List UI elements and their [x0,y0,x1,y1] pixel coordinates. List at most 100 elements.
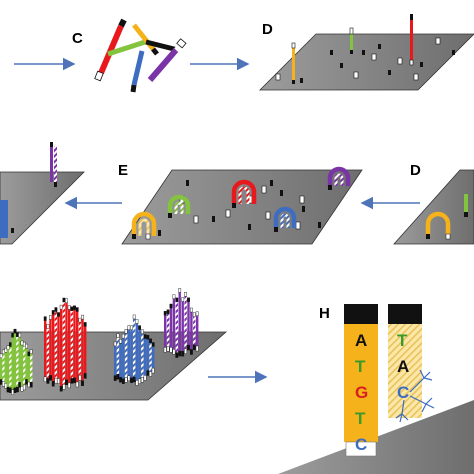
cluster-strand-cap [132,314,136,320]
cluster-strand-cap [49,375,52,381]
cluster-strand [114,345,117,376]
cluster-strand [4,352,7,384]
cluster-strand-cap [4,383,8,389]
cluster-strand-cap [116,374,120,380]
cluster-strand-cap [166,309,170,314]
cluster-strand-cap [16,332,19,337]
cluster-strand-cap [178,350,182,357]
cluster-strand-cap [146,370,150,376]
cluster-strand-cap [51,381,55,387]
cluster-strand-cap [172,294,176,299]
cluster-strand-cap [184,348,187,354]
cluster-strand [49,319,52,376]
cluster-strand [60,309,63,387]
cluster-strand-cap [62,297,66,303]
cluster-strand [16,336,19,387]
cluster-strand [6,349,10,387]
cluster-strand-cap [75,381,79,388]
cluster-strand [44,320,47,377]
cluster-strand-cap [70,306,74,311]
cluster-strand-cap [81,314,84,320]
cluster-strand-cap [75,307,79,312]
cluster-strand-cap [195,345,199,352]
cluster-strand-cap [51,310,55,315]
cluster-strand-cap [83,322,87,327]
cluster-strand [27,355,31,383]
cluster-strand-cap [124,377,128,383]
cluster-strand [68,309,71,383]
panel-b-library-fragments [94,18,187,93]
cluster-strand-cap [172,349,176,355]
cluster-strand [124,333,128,378]
cluster-strand [52,314,55,382]
cluster-strand [175,301,178,353]
cluster-strand [152,346,155,368]
cluster-strand [81,319,84,381]
cluster-strand-cap [151,342,155,347]
cluster-strand-cap [49,315,52,320]
cluster-strand-cap [20,340,24,346]
left-base-2: T [355,357,366,376]
cluster-strand-cap [116,333,120,338]
cluster-strand-cap [138,378,141,384]
cluster-strand [9,346,12,388]
cluster-strand-cap [73,377,76,384]
panel-h-sequencing-by-synthesis: A T G T C T A C [278,304,474,474]
cluster-purple [163,288,199,358]
cluster-strand [23,346,26,385]
cluster-strand-cap [130,325,133,330]
cluster-strand-cap [59,386,63,392]
cluster-strand [196,315,199,346]
cluster-strand [30,353,33,383]
cluster-strand-cap [16,386,19,393]
cluster-strand-cap [11,333,15,338]
cluster-strand-cap [59,304,63,310]
cluster-strand-cap [149,371,152,377]
cluster-strand-cap [20,386,24,392]
cluster-strand [181,301,184,352]
cluster-strand [130,329,133,378]
cluster-strand [138,329,141,379]
cluster-strand-cap [65,298,68,303]
left-base-5: C [355,435,367,454]
cluster-strand-cap [143,334,147,339]
cluster-strand [70,310,74,379]
cluster-strand [73,309,76,378]
cluster-strand-cap [43,376,47,382]
cluster-strand-cap [184,292,187,297]
cluster-strand [116,337,120,375]
cluster-strand-cap [78,375,82,381]
cluster-strand [178,292,181,351]
cluster-strand-cap [138,325,141,330]
cluster-strand-cap [149,338,152,343]
cluster-strand-cap [146,335,150,340]
cluster-strand-cap [43,316,47,321]
cluster-strand-cap [113,341,117,347]
left-base-1: A [355,331,367,350]
cluster-strand [193,316,196,345]
cluster-green [0,328,33,395]
cluster-strand-cap [25,343,28,349]
cluster-strand-cap [18,332,22,338]
cluster-strand-cap [127,325,131,330]
cluster-strand-cap [127,375,131,381]
cluster-strand-cap [54,377,58,384]
cluster-strand-cap [135,380,139,386]
cluster-strand-cap [163,347,167,353]
cluster-strand-cap [25,379,28,385]
cluster-strand-cap [78,317,82,323]
cluster-strand-cap [0,353,3,359]
cluster-strand-cap [187,297,190,302]
cluster-strand-cap [13,387,17,393]
cluster-strand-cap [73,305,76,310]
cluster-strand [122,338,125,379]
cluster-strand [187,301,190,346]
cluster-strand-cap [6,345,10,350]
cluster-strand [2,353,5,382]
cluster-strand-cap [70,378,74,384]
cluster-strand-cap [121,333,125,339]
cluster-strand [65,302,68,380]
cluster-strand-cap [195,311,199,316]
cluster-strand-cap [2,381,5,387]
cluster-strand [149,342,152,372]
